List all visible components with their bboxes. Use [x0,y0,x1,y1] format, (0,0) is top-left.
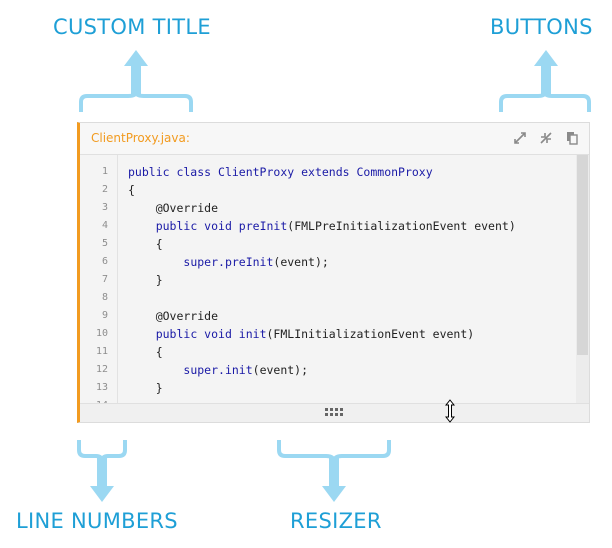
resizer-bar[interactable] [80,399,589,423]
callout-buttons: BUTTONS [490,15,593,39]
line-number: 8 [101,292,108,303]
arrow-up-buttons [534,50,558,96]
code-line: { [128,183,135,197]
widget-title: ClientProxy.java: [91,131,190,145]
line-number: 6 [101,256,108,267]
expand-icon[interactable] [513,131,527,145]
toolbar-buttons [513,131,579,145]
line-number: 2 [101,184,108,195]
line-number: 7 [101,274,108,285]
code-line [128,289,576,307]
resize-cursor-icon [445,399,455,423]
code-token [128,219,156,233]
line-number: 9 [101,310,108,321]
code-token: init [238,327,267,341]
code-token [128,363,183,377]
code-area[interactable]: 1 2 3 4 5 6 7 8 9 10 11 12 13 14 public … [80,155,576,405]
code-token: public void [155,327,239,341]
code-line: super.init(event); [128,361,576,379]
code-token: public void [155,219,239,233]
code-line: { [128,345,163,359]
code-token: CommonProxy [356,165,433,179]
code-token [128,255,183,269]
grip-icon[interactable] [325,408,343,418]
bracket-title [79,92,193,112]
title-bar: ClientProxy.java: [80,123,589,155]
line-number: 11 [95,346,108,357]
callout-resizer: RESIZER [290,509,382,533]
line-number: 1 [101,166,108,177]
code-content: public class ClientProxy extends CommonP… [128,155,576,405]
code-line: } [128,381,163,395]
code-token: public class [128,165,219,179]
code-line: super.preInit(event); [128,253,576,271]
code-token: super. [183,255,225,269]
arrow-up-title [124,50,148,96]
arrow-down-line-numbers [90,458,114,502]
scrollbar-thumb[interactable] [577,155,588,355]
code-token: preInit [238,219,288,233]
bracket-buttons [499,92,591,112]
line-number: 5 [101,238,108,249]
line-number: 14 [80,397,117,405]
code-widget: ClientProxy.java: 1 2 3 4 5 6 7 8 9 10 [77,122,590,423]
vertical-scrollbar[interactable] [576,155,589,405]
code-line: @Override [128,309,219,323]
line-number: 4 [101,220,108,231]
callout-line-numbers: LINE NUMBERS [16,509,178,533]
code-line: public void preInit(FMLPreInitialization… [128,217,576,235]
code-token: super. [183,363,225,377]
code-token: ClientProxy [218,165,295,179]
line-number-gutter: 1 2 3 4 5 6 7 8 9 10 11 12 13 14 [80,155,118,405]
code-line: @Override [128,201,219,215]
code-token: (FMLInitializationEvent event) [266,327,475,341]
code-token: extends [294,165,357,179]
code-token [128,327,156,341]
code-line: } [128,273,163,287]
line-number: 12 [95,364,108,375]
line-number: 3 [101,202,108,213]
code-line: { [128,237,163,251]
code-token: preInit [224,255,274,269]
code-token: init [224,363,253,377]
callout-custom-title: CUSTOM TITLE [53,15,211,39]
code-token: (event); [273,255,329,269]
code-token: (event); [252,363,309,377]
arrow-down-resizer [322,458,346,502]
collapse-icon[interactable] [539,131,553,145]
code-line: public void init(FMLInitializationEvent … [128,325,576,343]
code-line: public class ClientProxy extends CommonP… [128,163,576,181]
code-token: (FMLPreInitializationEvent event) [287,219,516,233]
copy-icon[interactable] [565,131,579,145]
line-number: 10 [95,328,108,339]
line-number: 13 [95,382,108,393]
